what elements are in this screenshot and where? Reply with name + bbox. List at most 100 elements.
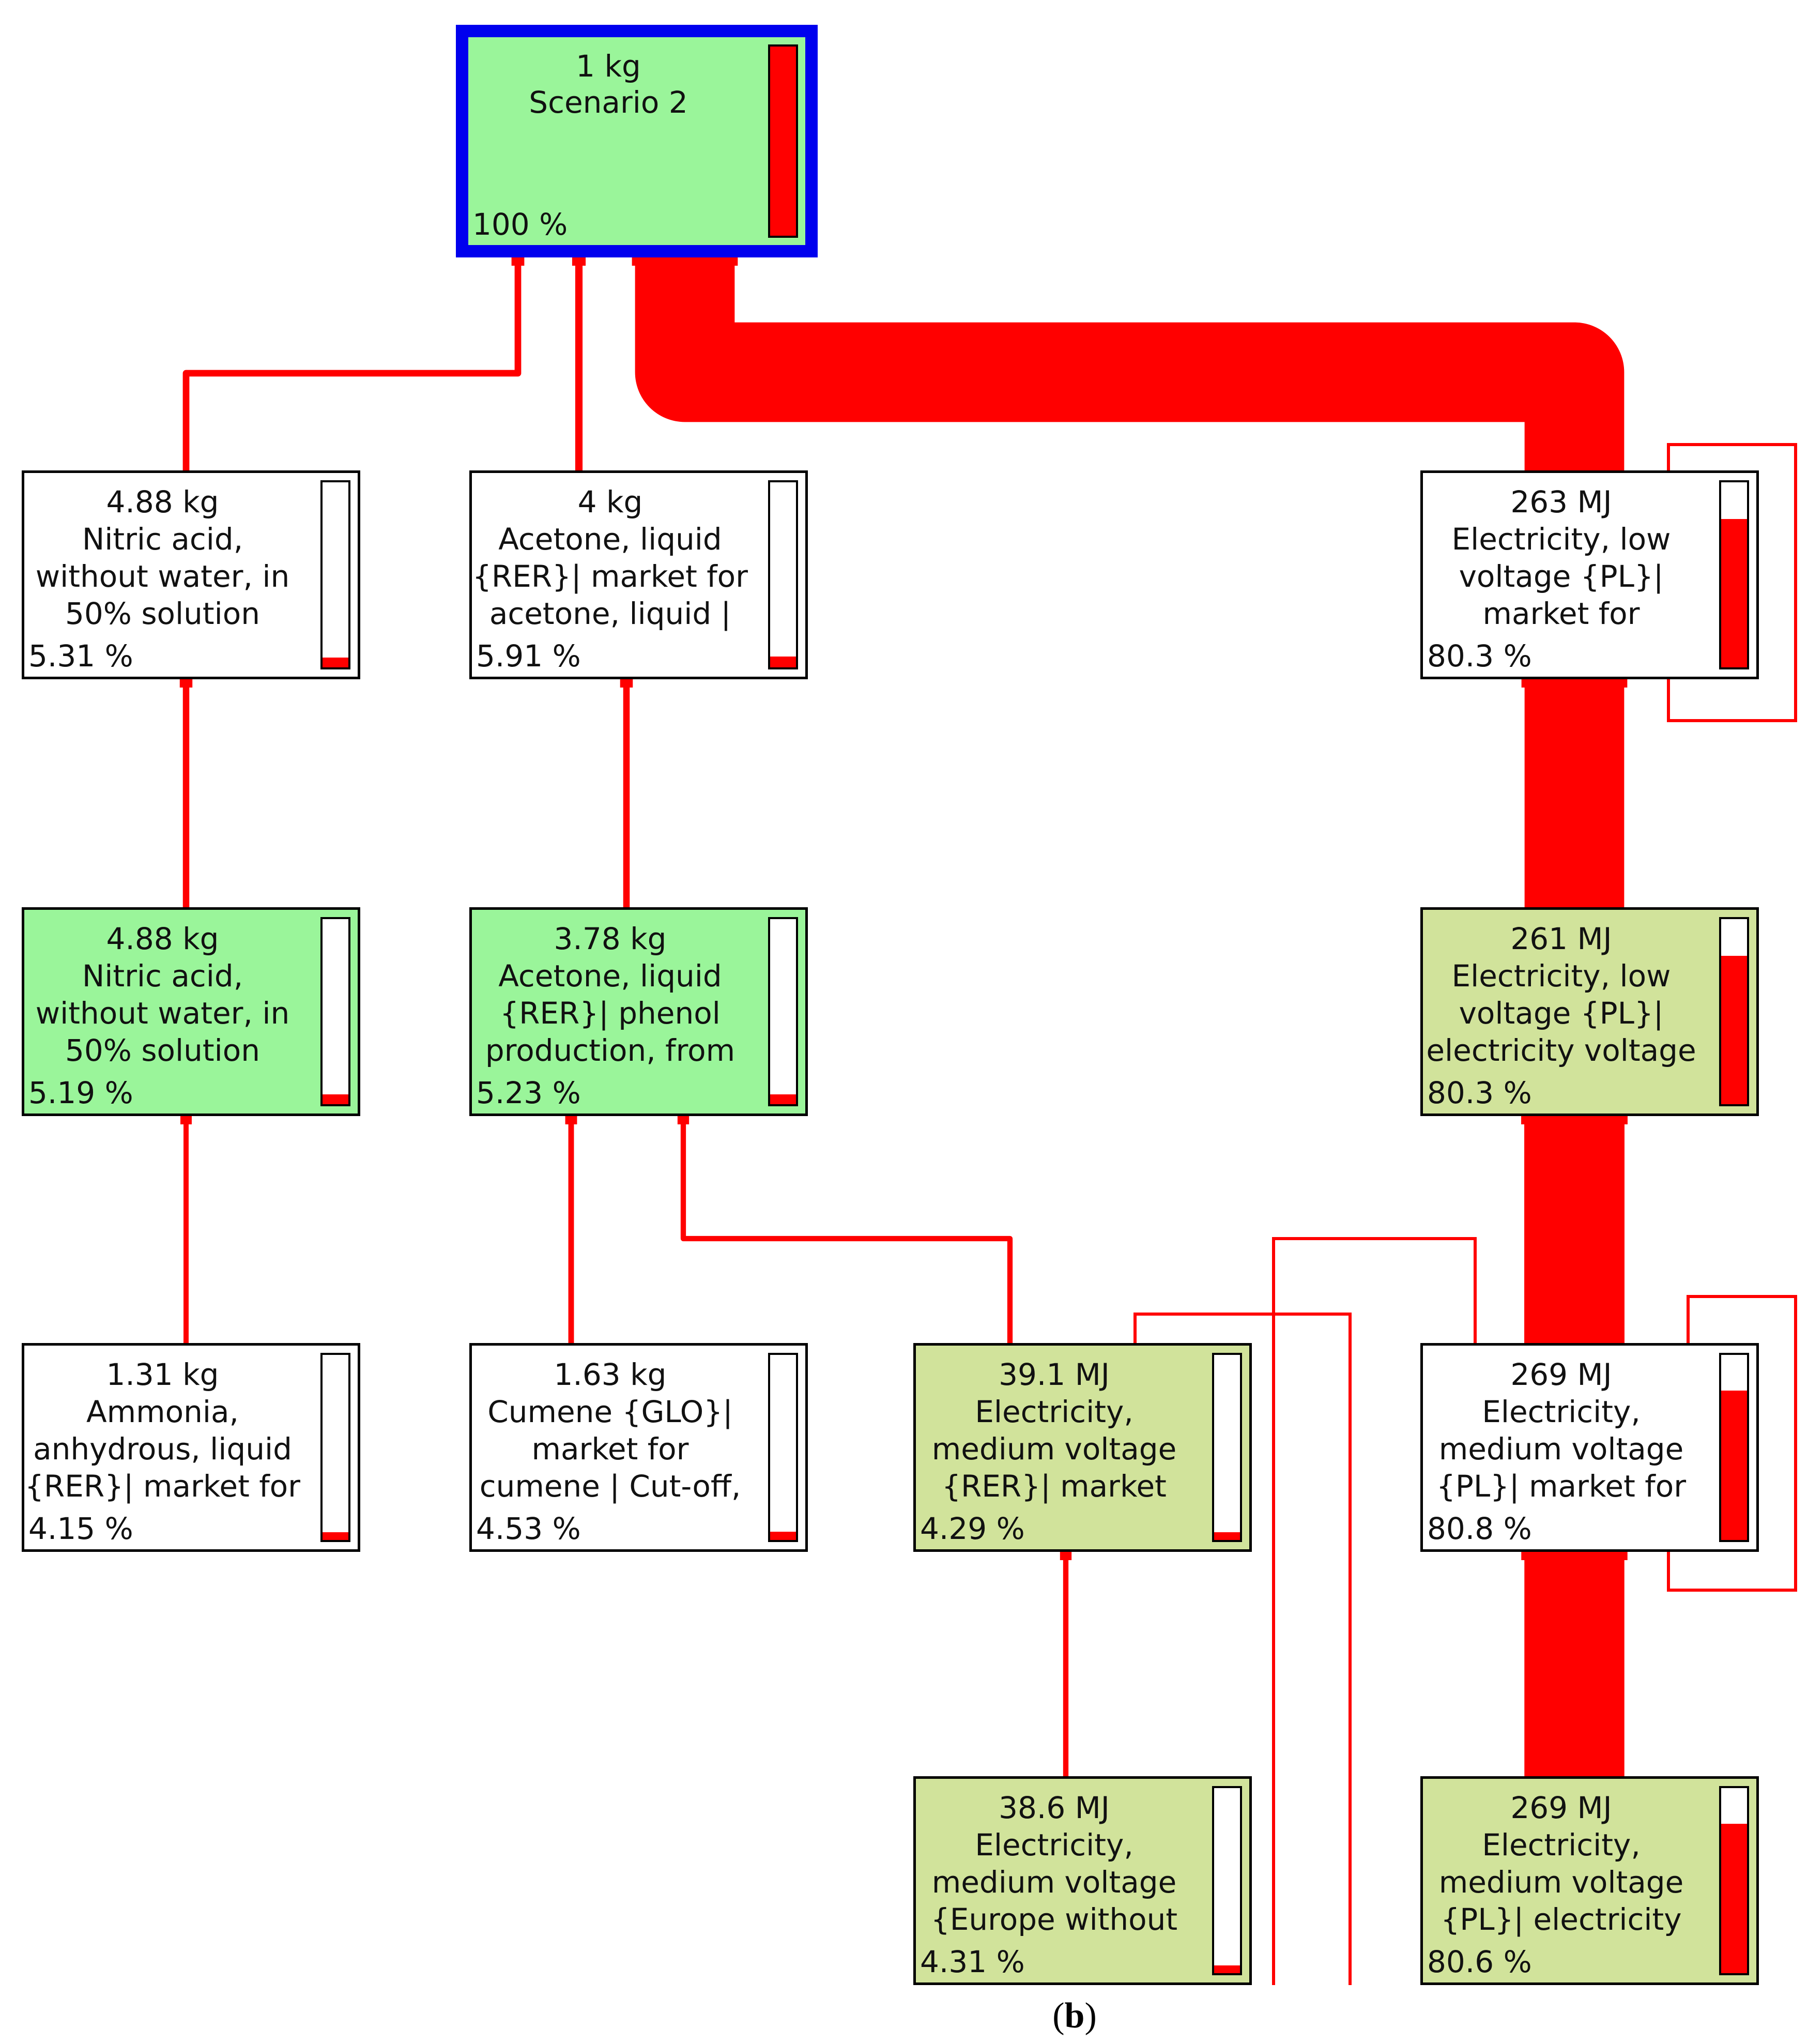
node-label: Acetone, liquid {RER}| market for aceton…	[472, 522, 748, 631]
node-percentage: 4.29 %	[920, 1511, 1025, 1546]
node-percentage: 80.6 %	[1427, 1944, 1532, 1979]
node-label: Electricity, medium voltage {RER}| marke…	[931, 1394, 1177, 1504]
contribution-bar-fill	[1721, 1390, 1747, 1540]
node-percentage: 80.3 %	[1427, 638, 1532, 674]
node-percentage: 5.91 %	[476, 638, 581, 674]
contribution-bar-fill	[770, 47, 796, 236]
contribution-bar	[768, 1353, 798, 1542]
node-quantity: 4.88 kg	[106, 921, 219, 956]
caption-letter: b	[1064, 1996, 1085, 2036]
figure-caption: (b)	[1052, 1996, 1097, 2036]
contribution-bar-fill	[770, 656, 796, 667]
node-quantity: 39.1 MJ	[999, 1357, 1110, 1392]
node-quantity: 4 kg	[577, 484, 643, 520]
node-percentage: 5.31 %	[28, 638, 133, 674]
flow-arrowhead	[1521, 679, 1628, 688]
node-label: Acetone, liquid {RER}| phenol production…	[485, 958, 736, 1068]
flow-arrowhead	[180, 1116, 192, 1124]
contribution-bar	[1719, 480, 1749, 669]
node-quantity: 1.63 kg	[554, 1357, 667, 1392]
flow-arrowhead	[511, 257, 525, 266]
node-quantity: 269 MJ	[1510, 1357, 1612, 1392]
node-label: Electricity, low voltage {PL}| market fo…	[1451, 522, 1671, 631]
node-label: Ammonia, anhydrous, liquid {RER}| market…	[24, 1394, 301, 1504]
contribution-bar-fill	[323, 658, 348, 667]
flow-arrowhead	[1521, 1116, 1628, 1124]
flow-elec-med-rer-to-acetone-prod	[680, 1116, 1013, 1343]
node-percentage: 100 %	[472, 207, 568, 242]
node-label: Nitric acid, without water, in 50% solut…	[35, 958, 290, 1068]
contribution-bar	[768, 917, 798, 1106]
contribution-bar	[1719, 917, 1749, 1106]
offscreen-flow-b	[1272, 1237, 1477, 1985]
contribution-bar-fill	[1214, 1965, 1240, 1973]
contribution-bar	[1719, 1353, 1749, 1542]
node-percentage: 80.3 %	[1427, 1075, 1532, 1110]
flow-arrowhead	[620, 679, 633, 688]
node-label: Electricity, medium voltage {PL}| electr…	[1438, 1827, 1684, 1937]
node-percentage: 5.19 %	[28, 1075, 133, 1110]
node-percentage: 4.15 %	[28, 1511, 133, 1546]
node-quantity: 1 kg	[576, 49, 641, 84]
node-label: Electricity, low voltage {PL}| electrici…	[1426, 958, 1696, 1068]
contribution-bar-fill	[1721, 518, 1747, 667]
flow-arrowhead	[572, 257, 586, 266]
node-quantity: 3.78 kg	[554, 921, 667, 956]
flow-arrowhead	[632, 257, 738, 266]
contribution-bar	[1212, 1786, 1242, 1975]
node-percentage: 80.8 %	[1427, 1511, 1532, 1546]
flow-arrowhead	[1060, 1552, 1072, 1560]
contribution-bar-fill	[770, 1531, 796, 1540]
node-quantity: 261 MJ	[1510, 921, 1612, 956]
flow-arrowhead	[1521, 1552, 1628, 1560]
node-percentage: 4.31 %	[920, 1944, 1025, 1979]
node-quantity: 4.88 kg	[106, 484, 219, 520]
flow-layer	[179, 257, 1797, 1985]
contribution-bar	[768, 44, 798, 238]
contribution-bar	[320, 917, 350, 1106]
flow-arrowhead	[565, 1116, 577, 1124]
flow-nitric-market-to-scenario	[182, 257, 522, 470]
contribution-bar	[320, 1353, 350, 1542]
loop-flow-elec-med-pl-market	[1667, 1295, 1797, 1592]
flow-arrowhead	[677, 1116, 690, 1124]
loop-flow-elec-low-market	[1667, 443, 1797, 722]
contribution-bar	[320, 480, 350, 669]
contribution-bar	[1212, 1353, 1242, 1542]
contribution-bar-fill	[1721, 955, 1747, 1104]
node-label: Scenario 2	[529, 85, 688, 120]
flow-arrowhead	[179, 679, 193, 688]
node-quantity: 1.31 kg	[106, 1357, 219, 1392]
node-percentage: 5.23 %	[476, 1075, 581, 1110]
node-label: Nitric acid, without water, in 50% solut…	[35, 522, 290, 631]
contribution-bar-fill	[1721, 1824, 1747, 1973]
offscreen-flow-a	[1133, 1313, 1352, 1985]
contribution-bar-fill	[770, 1094, 796, 1104]
node-quantity: 263 MJ	[1510, 484, 1612, 520]
contribution-bar	[768, 480, 798, 669]
node-quantity: 269 MJ	[1510, 1790, 1612, 1825]
node-label: Electricity, medium voltage {PL}| market…	[1436, 1394, 1687, 1504]
flow-elec-low-market-to-scenario	[635, 257, 1625, 470]
node-label: Electricity, medium voltage {Europe with…	[930, 1827, 1178, 1937]
contribution-bar	[1719, 1786, 1749, 1975]
contribution-bar-fill	[323, 1094, 348, 1104]
contribution-bar-fill	[323, 1532, 348, 1540]
node-quantity: 38.6 MJ	[999, 1790, 1110, 1825]
node-percentage: 4.53 %	[476, 1511, 581, 1546]
contribution-bar-fill	[1214, 1532, 1240, 1540]
